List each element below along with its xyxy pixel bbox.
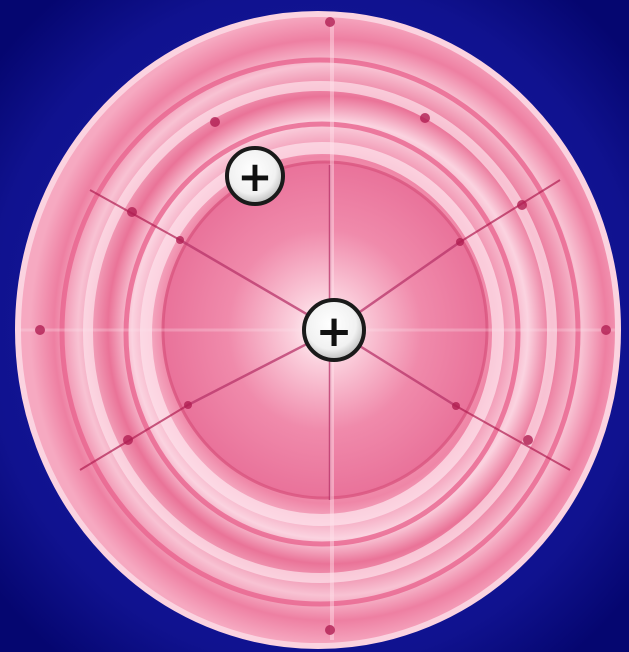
- ring-marker: [420, 113, 430, 123]
- ring-marker: [452, 402, 460, 410]
- ring-marker: [123, 435, 133, 445]
- offset-charge-symbol: +: [237, 152, 272, 201]
- ring-marker: [176, 236, 184, 244]
- center-charge-symbol: +: [316, 306, 353, 357]
- center-charge: +: [304, 300, 364, 360]
- ring-marker: [184, 401, 192, 409]
- ring-marker: [517, 200, 527, 210]
- ring-marker: [127, 207, 137, 217]
- ring-marker: [35, 325, 45, 335]
- ring-marker: [601, 325, 611, 335]
- ring-marker: [325, 625, 335, 635]
- offset-charge: +: [227, 148, 283, 204]
- ring-marker: [456, 238, 464, 246]
- ring-marker: [325, 17, 335, 27]
- ring-marker: [210, 117, 220, 127]
- ring-marker: [523, 435, 533, 445]
